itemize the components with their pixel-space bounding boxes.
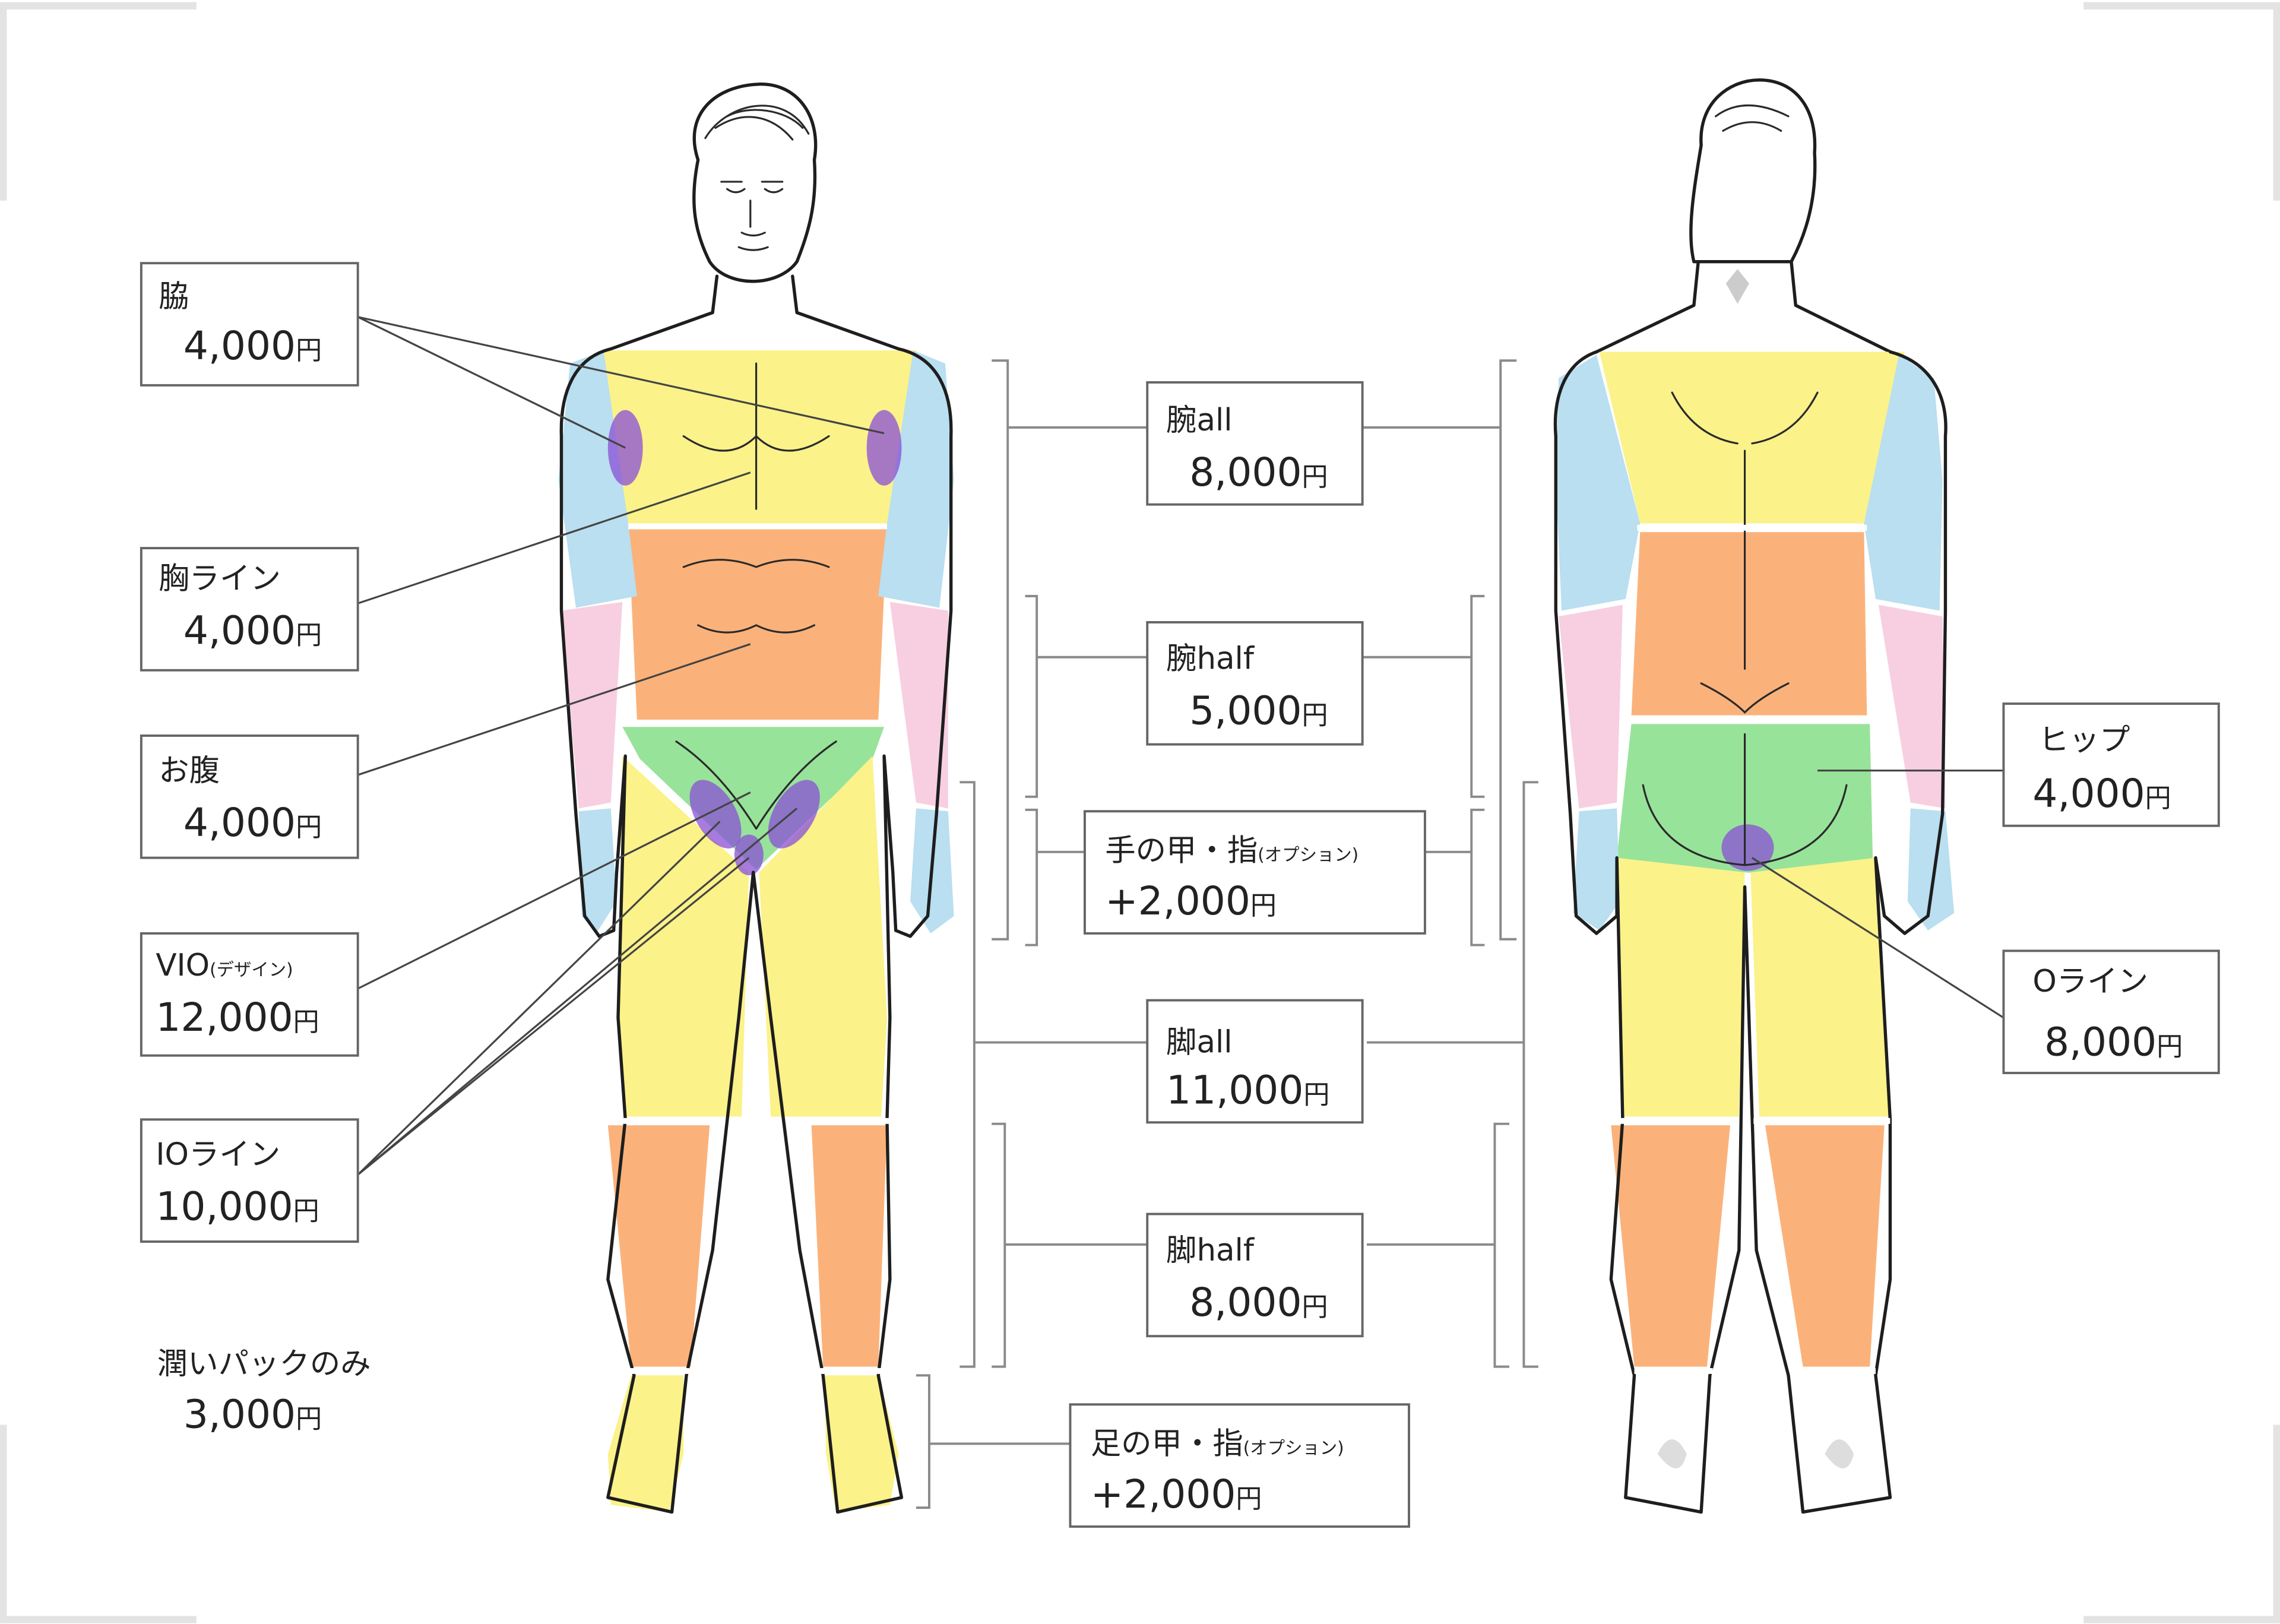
svg-text:5,000円: 5,000円 xyxy=(1189,688,1328,733)
svg-text:4,000円: 4,000円 xyxy=(2032,771,2171,816)
label-chest-line: 胸ライン 4,000円 xyxy=(140,547,359,672)
svg-text:4,000円: 4,000円 xyxy=(183,608,322,654)
label-arm-half: 腕half 5,000円 xyxy=(1146,621,1364,746)
svg-text:12,000円: 12,000円 xyxy=(156,995,319,1040)
svg-text:4,000円: 4,000円 xyxy=(183,800,322,846)
label-wakinoshita: 脇 4,000円 xyxy=(140,262,359,387)
svg-text:潤いパックのみ: 潤いパックのみ xyxy=(157,1346,371,1382)
svg-text:ヒップ: ヒップ xyxy=(2038,722,2130,758)
label-io-line: IOライン 10,000円 xyxy=(140,1118,359,1243)
svg-text:手の甲・指(オプション): 手の甲・指(オプション) xyxy=(1105,833,1358,869)
svg-text:4,000円: 4,000円 xyxy=(183,323,322,369)
label-moisture-pack: 潤いパックのみ 3,000円 xyxy=(157,1346,371,1438)
bracket-lines xyxy=(916,359,1538,1509)
back-figure xyxy=(1553,78,1955,1514)
label-o-line: Oライン 8,000円 xyxy=(2002,949,2220,1074)
leader-lines xyxy=(357,316,2004,1176)
label-vio: VIO(デザイン) 12,000円 xyxy=(140,932,359,1057)
front-figure xyxy=(558,83,954,1514)
label-arm-all: 腕all 8,000円 xyxy=(1146,381,1364,506)
label-leg-all: 脚all 11,000円 xyxy=(1146,999,1364,1124)
label-hand-back-fingers: 手の甲・指(オプション) +2,000円 xyxy=(1083,810,1426,935)
svg-text:8,000円: 8,000円 xyxy=(2044,1020,2183,1065)
svg-text:腕all: 腕all xyxy=(1166,403,1232,438)
svg-text:3,000円: 3,000円 xyxy=(183,1391,322,1437)
label-name: お腹 xyxy=(159,753,220,789)
label-foot-back-toes: 足の甲・指(オプション) +2,000円 xyxy=(1069,1403,1410,1528)
svg-text:脚half: 脚half xyxy=(1166,1233,1255,1268)
svg-text:8,000円: 8,000円 xyxy=(1189,1280,1328,1325)
svg-text:10,000円: 10,000円 xyxy=(156,1183,319,1229)
svg-text:+2,000円: +2,000円 xyxy=(1105,878,1277,924)
label-leg-half: 脚half 8,000円 xyxy=(1146,1213,1364,1338)
svg-text:VIO(デザイン): VIO(デザイン) xyxy=(156,948,293,983)
label-stomach: お腹 4,000円 xyxy=(140,734,359,859)
svg-text:足の甲・指(オプション): 足の甲・指(オプション) xyxy=(1091,1426,1344,1462)
label-name: 脇 xyxy=(159,279,189,315)
svg-text:腕half: 腕half xyxy=(1166,641,1255,676)
svg-text:11,000円: 11,000円 xyxy=(1166,1067,1329,1113)
label-name: 胸ライン xyxy=(159,561,281,597)
svg-text:+2,000円: +2,000円 xyxy=(1091,1471,1262,1517)
svg-text:脚all: 脚all xyxy=(1166,1025,1232,1060)
label-hip: ヒップ 4,000円 xyxy=(2002,702,2220,827)
svg-text:8,000円: 8,000円 xyxy=(1189,449,1328,495)
svg-text:Oライン: Oライン xyxy=(2032,964,2148,999)
label-name: IOライン xyxy=(156,1137,280,1172)
